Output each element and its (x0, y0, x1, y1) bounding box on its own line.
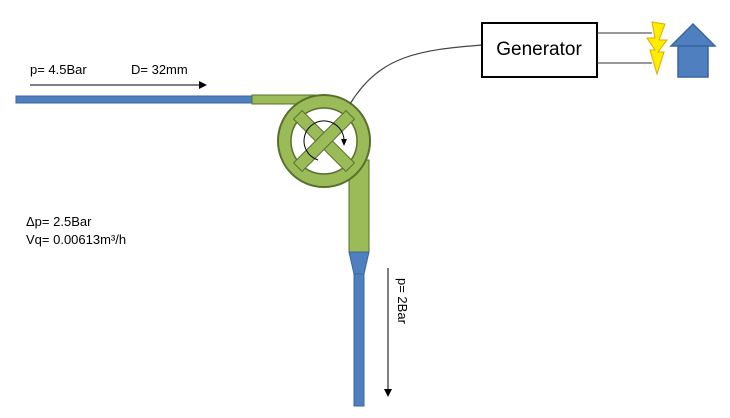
house-icon (669, 22, 717, 78)
generator-label: Generator (496, 39, 582, 60)
pressure-drop-label: Δp= 2.5Bar (26, 214, 92, 229)
outlet-pipe (353, 273, 365, 407)
inlet-pressure-label: p= 4.5Bar (30, 62, 87, 77)
rotation-arrow-icon (303, 120, 345, 161)
turbine-wheel-icon (277, 94, 371, 188)
diameter-label: D= 32mm (131, 62, 188, 77)
outlet-pressure-label: p= 2Bar (395, 278, 410, 325)
lightning-icon (646, 21, 668, 76)
flow-rate-label: Vq= 0.00613m³/h (26, 232, 126, 247)
inlet-pipe (15, 95, 253, 104)
generator-cable (349, 44, 483, 105)
generator-box (481, 22, 598, 78)
outlet-reducer (348, 251, 370, 275)
